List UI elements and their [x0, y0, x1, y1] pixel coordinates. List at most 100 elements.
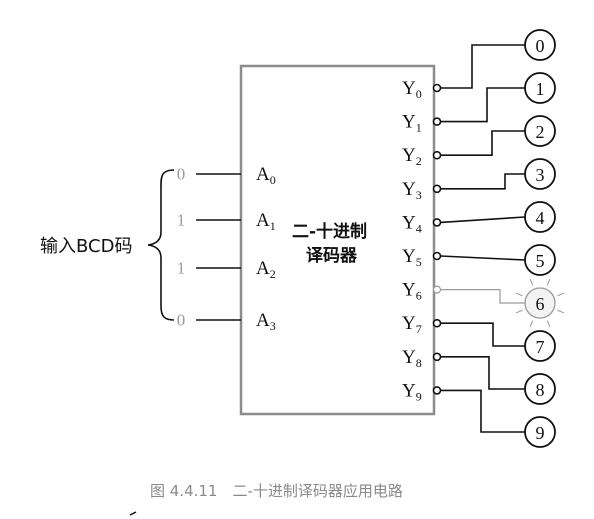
- pin-name: Y: [402, 246, 416, 267]
- decoder-box: [239, 64, 436, 416]
- indicator-circle: [524, 29, 556, 61]
- stray-mark: [129, 511, 137, 516]
- decoder-label-line1: 二-十进制: [292, 221, 367, 242]
- input-bit-value: 0: [177, 165, 186, 184]
- output-inversion-bubble: [432, 386, 442, 395]
- output-wire: [440, 255, 526, 261]
- output-wire: [440, 87, 525, 123]
- output-pin-label: Y3: [402, 179, 422, 202]
- output-inversion-bubble: [432, 352, 442, 362]
- indicator-number: 8: [536, 380, 545, 400]
- indicator-circle: [524, 244, 556, 276]
- indicator-number: 6: [536, 294, 545, 314]
- output-inversion-bubble: [432, 285, 442, 294]
- output-inversion-bubble: [432, 150, 442, 160]
- output-pin-label: Y7: [402, 313, 422, 336]
- output-wire: [440, 44, 525, 89]
- output-row: Y00: [402, 29, 556, 101]
- figure-caption: 图 4.4.11 二-十进制译码器应用电路: [150, 482, 403, 500]
- pin-subscript: 4: [416, 221, 422, 235]
- output-wire: [440, 389, 525, 433]
- indicator-circle: [524, 330, 556, 362]
- input-pin-label: A2: [256, 258, 276, 281]
- input-bit-value: 0: [177, 311, 186, 330]
- input-row: 0 A3: [177, 310, 276, 333]
- output-pin-label: Y2: [402, 145, 422, 168]
- output-pin-label: Y5: [402, 246, 422, 269]
- glow-rays: [515, 278, 565, 328]
- indicator-number: 2: [536, 122, 545, 142]
- output-pin-label: Y9: [402, 380, 422, 403]
- output-row: Y88: [402, 347, 556, 405]
- output-wire: [440, 173, 525, 190]
- input-bit-value: 1: [177, 211, 186, 230]
- pin-subscript: 9: [416, 389, 422, 403]
- input-row: 1 A2: [177, 258, 276, 281]
- pin-name: Y: [402, 145, 416, 166]
- output-wire: [440, 322, 525, 347]
- pin-name: A: [256, 164, 270, 185]
- pin-name: Y: [402, 380, 416, 401]
- pin-name: Y: [402, 78, 416, 99]
- pin-name: A: [256, 310, 270, 331]
- indicator-number: 3: [536, 165, 545, 185]
- pin-subscript: 0: [270, 173, 276, 187]
- indicator-circle: [524, 201, 556, 233]
- output-pin-label: Y4: [402, 212, 422, 235]
- pin-name: Y: [402, 112, 416, 133]
- indicator-number: 9: [536, 423, 545, 443]
- indicator-circle: [524, 115, 556, 147]
- input-pin-label: A0: [256, 164, 276, 187]
- pin-subscript: 2: [416, 154, 422, 168]
- lit-indicator-circle: [524, 287, 556, 319]
- decoder-label-line2: 译码器: [306, 246, 358, 266]
- output-inversion-bubble: [432, 184, 442, 194]
- output-row: Y1 1: [402, 72, 556, 135]
- indicator-number: 1: [536, 79, 545, 99]
- input-bit-value: 1: [177, 259, 186, 278]
- output-inversion-bubble: [432, 83, 442, 93]
- output-wire: [440, 216, 526, 224]
- pin-subscript: 2: [270, 267, 276, 281]
- pin-subscript: 3: [416, 188, 422, 202]
- pin-name: Y: [402, 313, 416, 334]
- indicator-circle: [524, 373, 556, 405]
- pin-name: Y: [402, 212, 416, 233]
- indicator-number: 4: [536, 208, 545, 228]
- pin-name: Y: [402, 179, 416, 200]
- output-inversion-bubble: [432, 218, 442, 227]
- output-wire: [440, 130, 525, 156]
- pin-subscript: 5: [416, 255, 422, 269]
- output-inversion-bubble: [432, 117, 442, 126]
- pin-subscript: 1: [270, 219, 276, 233]
- indicator-circle: [524, 416, 556, 448]
- pin-name: A: [256, 210, 270, 231]
- indicator-number: 7: [536, 337, 545, 357]
- output-pin-label: Y8: [402, 347, 422, 370]
- pin-subscript: 3: [270, 319, 276, 333]
- indicator-circle: [524, 158, 556, 190]
- output-row: Y33: [402, 158, 556, 202]
- pin-subscript: 8: [416, 356, 422, 370]
- pin-name: A: [256, 258, 270, 279]
- output-row: Y99: [402, 380, 556, 448]
- pin-subscript: 0: [416, 87, 422, 101]
- output-pin-label: Y1: [402, 112, 422, 135]
- output-inversion-bubble: [432, 251, 442, 261]
- input-pin-label: A3: [256, 310, 276, 333]
- pin-subscript: 7: [416, 322, 422, 336]
- output-wire: [440, 289, 525, 304]
- input-pin-label: A1: [256, 210, 276, 233]
- pin-subscript: 6: [416, 289, 422, 303]
- pin-name: Y: [402, 347, 416, 368]
- output-pin-label: Y0: [402, 78, 422, 101]
- pin-name: Y: [402, 280, 416, 301]
- indicator-number: 5: [536, 251, 545, 271]
